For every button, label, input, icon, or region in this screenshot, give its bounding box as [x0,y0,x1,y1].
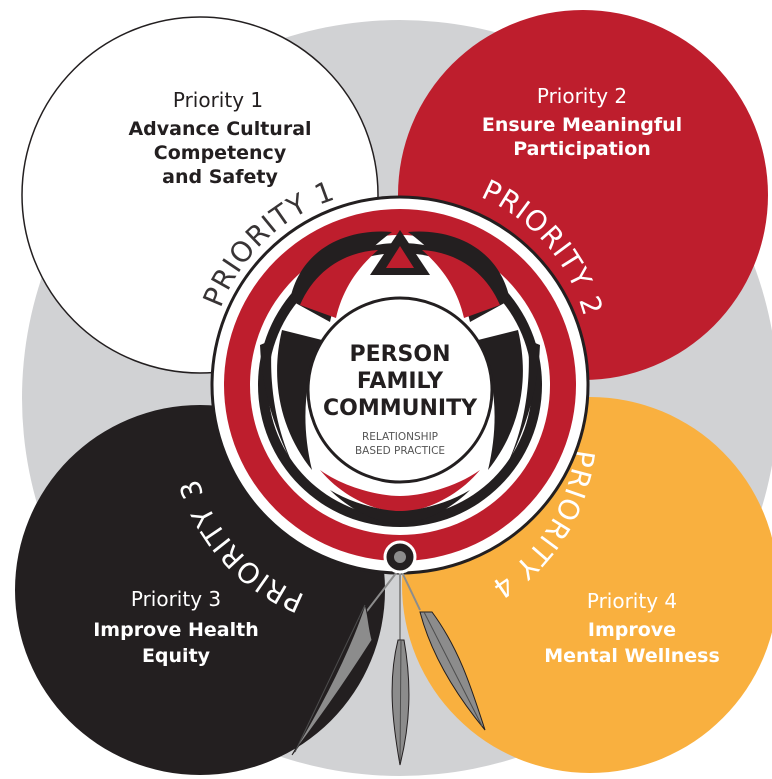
priority-3-title: Priority 3 [131,587,221,611]
feather-middle-icon [391,639,410,766]
priority-4-line2: Mental Wellness [544,645,720,667]
center-sub-based-practice: BASED PRACTICE [355,445,445,457]
feather-right-icon [419,611,486,731]
priority-1-line1: Advance Cultural [128,118,311,140]
priority-3-line2: Equity [142,645,211,667]
priority-1-title: Priority 1 [173,88,263,112]
priority-4-line1: Improve [588,619,676,641]
center-line-community: COMMUNITY [323,396,478,421]
center-emblem: PERSON FAMILY COMMUNITY RELATIONSHIP BAS… [210,195,590,575]
center-line-person: PERSON [349,342,450,367]
priority-3-line1: Improve Health [93,619,259,641]
feather-left-icon [291,603,373,756]
priority-1-line3: and Safety [162,166,278,188]
formline-design-icon [260,230,540,524]
priority-2-line2: Participation [513,138,651,160]
priority-2-line1: Ensure Meaningful [482,114,682,136]
priority-2-title: Priority 2 [537,84,627,108]
priority-4-title: Priority 4 [587,589,677,613]
center-sub-relationship: RELATIONSHIP [362,431,438,443]
center-line-family: FAMILY [357,369,444,394]
priority-1-line2: Competency [154,142,287,164]
